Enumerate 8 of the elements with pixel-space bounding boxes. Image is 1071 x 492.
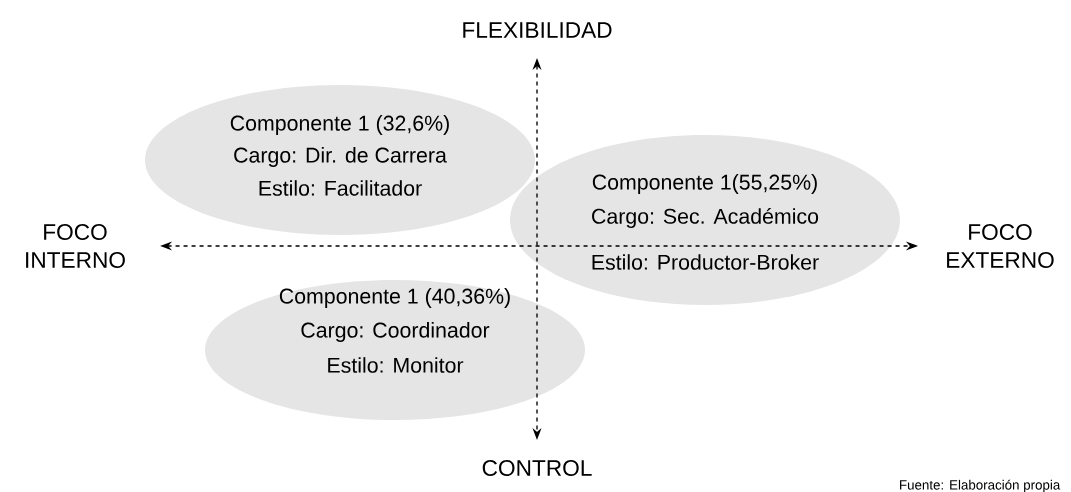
axis-label: CONTROL [482,459,592,476]
ellipse-box: Componente 1 (40,36%) Cargo: Coordinador Estilo: Monitor [205,280,585,420]
axis-label: FOCO EXTERNO [947,223,1054,269]
axis-label: FLEXIBILIDAD [463,22,612,38]
axis-label: FOCO INTERNO [26,223,125,269]
source-note: Fuente: Elaboración propia [900,479,1061,492]
ellipse-box: Componente 1(55,25%) Cargo: Sec. Académico Estilo: Productor-Broker [510,135,900,305]
ellipse-box: Componente 1 (32,6%) Cargo: Dir. de Carrera Estilo: Facilitador [145,85,535,235]
